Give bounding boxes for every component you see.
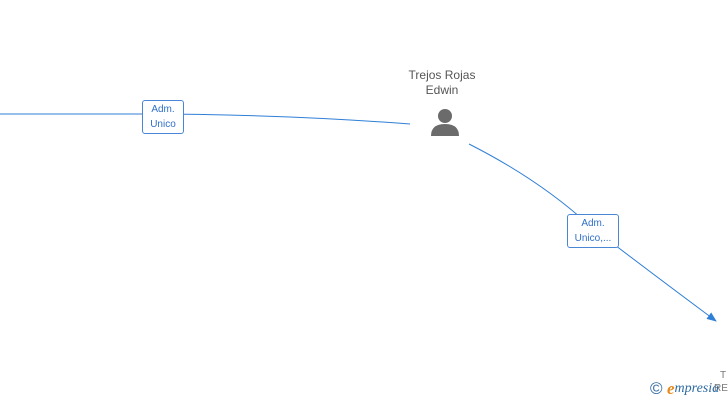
node-label-trejos-rojas-edwin: Trejos Rojas Edwin: [392, 68, 492, 98]
edge-label-right[interactable]: Adm. Unico,...: [567, 214, 619, 248]
copyright-icon: ©: [650, 379, 663, 398]
empresia-watermark: © empresia: [650, 379, 728, 399]
person-icon[interactable]: [430, 107, 460, 137]
edge-label-left[interactable]: Adm. Unico: [142, 100, 184, 134]
edge-label-left-line-1: Adm.: [151, 104, 175, 115]
edge-left-line: [0, 113, 411, 125]
edge-label-right-line-2: Unico,...: [574, 233, 612, 244]
edge-label-left-line-2: Unico: [150, 119, 176, 130]
node-label-line-1: Trejos Rojas: [408, 68, 476, 82]
edge-label-right-line-1: Adm.: [581, 218, 605, 229]
offscreen-node-fragment-2: RE: [714, 383, 728, 394]
brand-initial: e: [666, 379, 675, 398]
offscreen-node-fragment-1: T: [720, 370, 727, 381]
brand-name: mpresia: [674, 381, 720, 396]
node-label-line-2: Edwin: [425, 83, 459, 97]
